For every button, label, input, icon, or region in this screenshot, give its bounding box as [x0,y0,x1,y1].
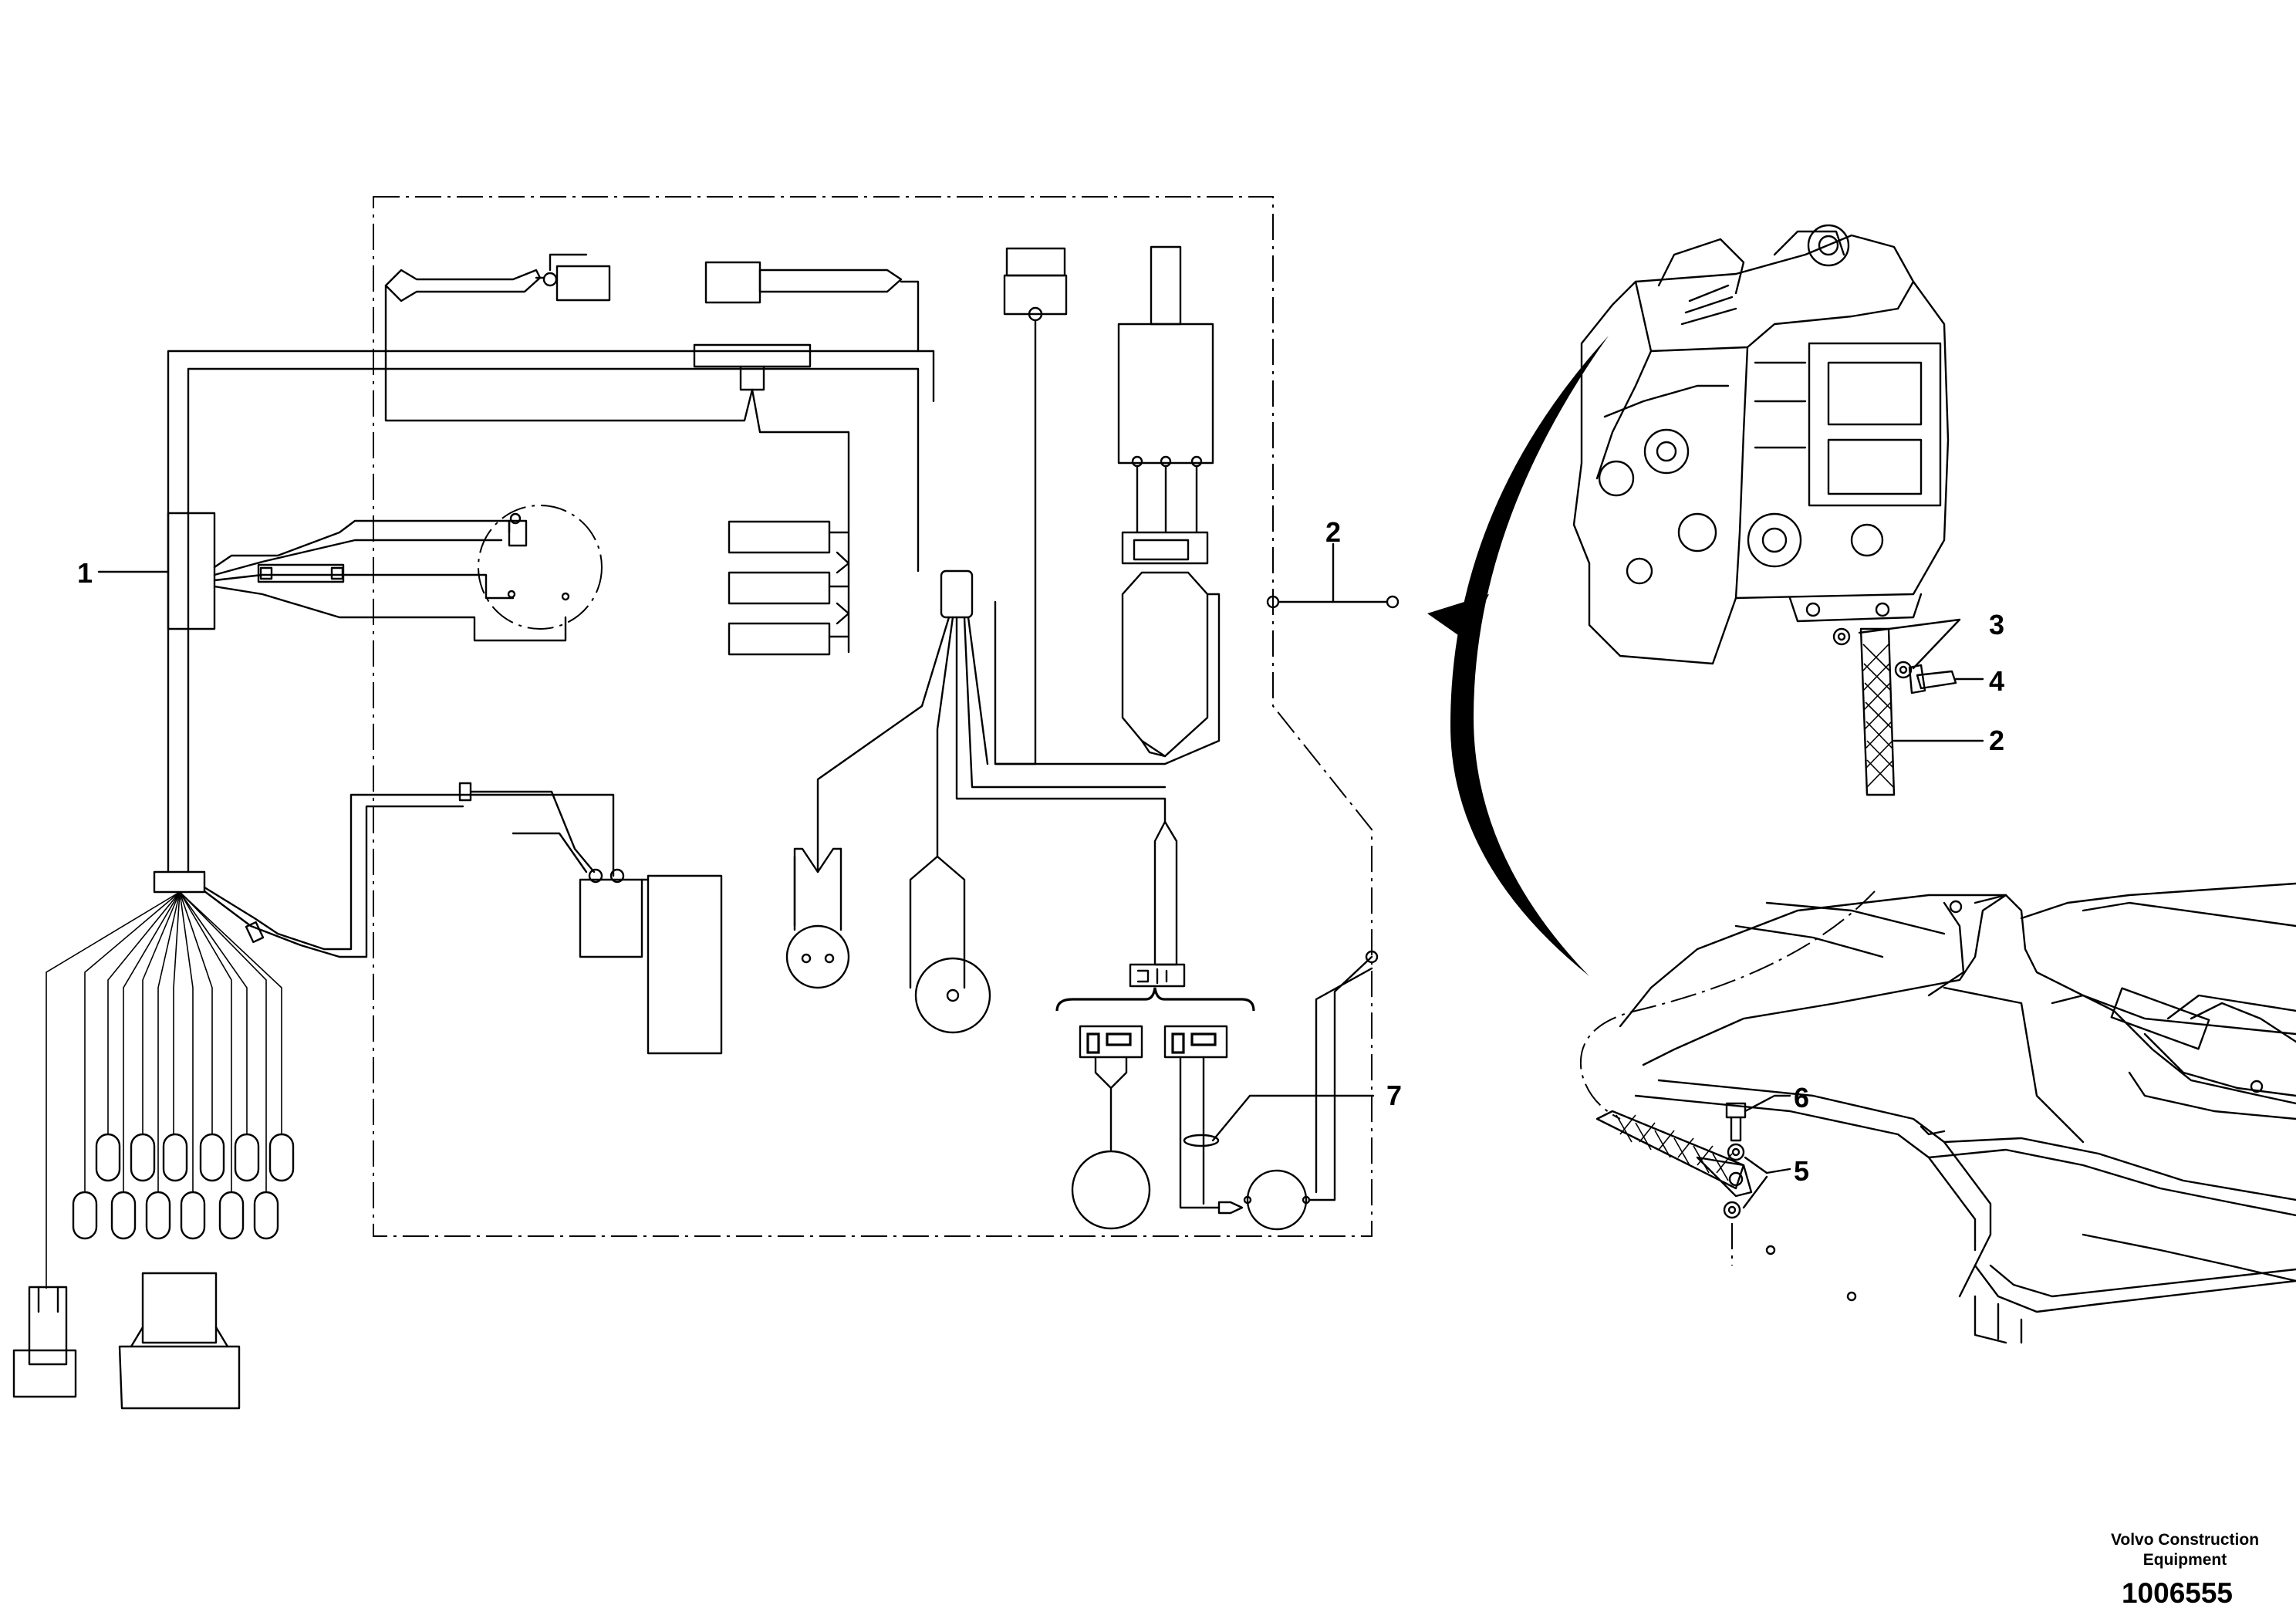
round-component-left [1071,1150,1151,1230]
round-component-right [1246,1169,1308,1231]
callout-7: 7 [1386,1080,1402,1111]
callout-2-strap: 2 [1989,725,2004,756]
callout-3: 3 [1989,609,2004,640]
junction-box-top [693,343,812,368]
sensor-right-top [1005,247,1066,277]
oval-terminals [72,1133,295,1240]
harness-boundary [373,196,1373,1237]
ground-strap-bottom [1595,1094,1791,1265]
relay-box-3 [728,622,831,656]
relay-box-1 [728,520,831,554]
branch-connector-left [153,870,206,894]
plug-connector-right [118,1272,241,1410]
probe [1153,820,1178,966]
company-name-line1: Volvo Construction [2111,1531,2259,1549]
brace [1055,987,1255,1012]
machine-frame [1619,882,2296,1344]
callout-2-schematic: 2 [1325,516,1341,548]
drawing-number: 1006555 [2122,1577,2233,1609]
ground-strap-top [1832,618,1984,796]
detail-arrow [1450,336,1609,976]
connector-pair-left [1079,1025,1143,1059]
company-name-line2: Equipment [2143,1551,2227,1569]
center-connector [940,569,974,619]
routing-path [1579,890,1876,1120]
engine-block [1572,224,1950,665]
callout-5: 5 [1794,1155,1809,1187]
small-connector [1129,963,1186,988]
wiring-harness-schematic [12,196,1400,1410]
connector-pair-right [1163,1025,1228,1059]
sensor-bulb-2 [909,855,966,989]
plug-connector-left [12,1286,77,1398]
callout-1: 1 [77,557,93,589]
callout-6: 6 [1794,1082,1809,1113]
relay-box-2 [728,571,831,605]
solenoid-column [1150,245,1182,326]
tee-junction [167,512,216,630]
sensor-center-top [704,261,761,304]
module-block [579,878,643,958]
dashed-circle-sensor [478,505,603,630]
callout-4: 4 [1989,665,2004,697]
sensor-left-top [384,269,542,302]
